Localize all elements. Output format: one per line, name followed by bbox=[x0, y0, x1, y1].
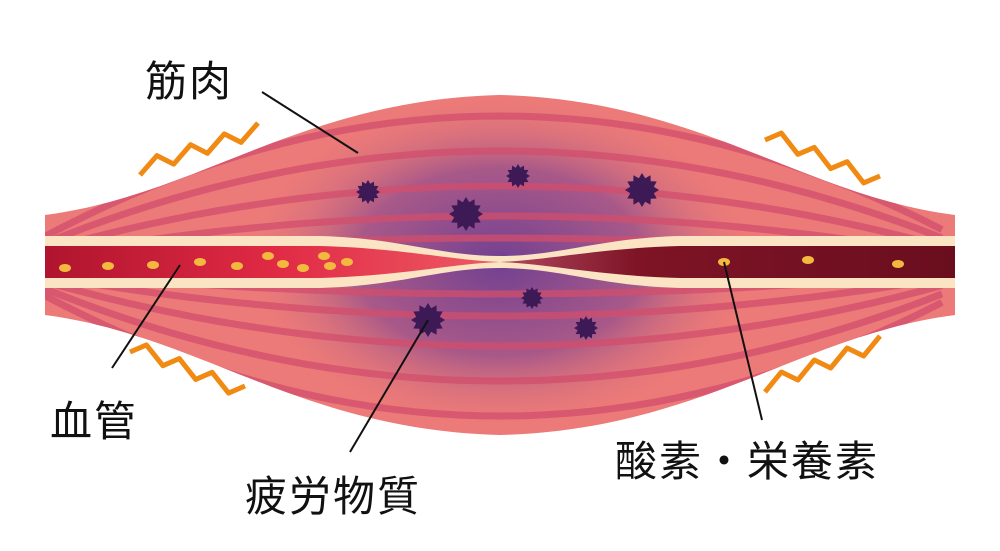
vibration-icon bbox=[138, 121, 260, 177]
fatigue-particle-icon bbox=[506, 164, 530, 188]
artery-blood bbox=[45, 246, 500, 278]
fatigue-particle-icon bbox=[449, 197, 483, 231]
leader-muscle bbox=[261, 91, 359, 154]
leader-nutrients bbox=[723, 261, 763, 421]
leader-vessel bbox=[111, 264, 181, 369]
fatigue-particle-icon bbox=[356, 180, 380, 204]
nutrient-dot bbox=[194, 258, 206, 266]
nutrient-dot bbox=[802, 256, 814, 264]
nutrient-dot bbox=[341, 258, 353, 266]
leader-lines bbox=[111, 91, 763, 453]
muscle-fiber bbox=[45, 283, 944, 385]
label-muscle: 筋肉 bbox=[145, 57, 234, 106]
muscle-fiber bbox=[45, 182, 943, 255]
nutrient-dot bbox=[231, 262, 243, 270]
label-oxygen-nutrients: 酸素・栄養素 bbox=[615, 437, 880, 486]
vibration-icon bbox=[763, 334, 882, 394]
nutrient-dot bbox=[277, 260, 289, 268]
muscle-fiber bbox=[45, 277, 943, 350]
muscle-fiber bbox=[45, 147, 944, 249]
vibration-marks bbox=[129, 121, 882, 396]
nutrient-dot bbox=[892, 260, 904, 268]
nutrient-dot bbox=[324, 262, 336, 270]
label-blood-vessel: 血管 bbox=[50, 397, 139, 446]
label-fatigue-substance: 疲労物質 bbox=[245, 472, 422, 521]
fatigue-particle-icon bbox=[625, 173, 659, 207]
nutrient-dot bbox=[59, 264, 71, 272]
fatigue-particle-icon bbox=[521, 287, 543, 309]
vibration-icon bbox=[764, 130, 881, 186]
nutrient-dot bbox=[297, 264, 309, 272]
nutrient-dot bbox=[318, 252, 330, 260]
muscle-fiber bbox=[45, 271, 943, 320]
nutrient-dot bbox=[102, 262, 114, 270]
nutrient-dot bbox=[147, 261, 159, 269]
nutrient-dots bbox=[59, 252, 904, 272]
muscle-fiber bbox=[45, 212, 943, 261]
leader-fatigue bbox=[349, 319, 429, 453]
vibration-icon bbox=[129, 342, 246, 396]
nutrient-dot bbox=[262, 252, 274, 260]
fatigue-particle-icon bbox=[574, 316, 598, 340]
